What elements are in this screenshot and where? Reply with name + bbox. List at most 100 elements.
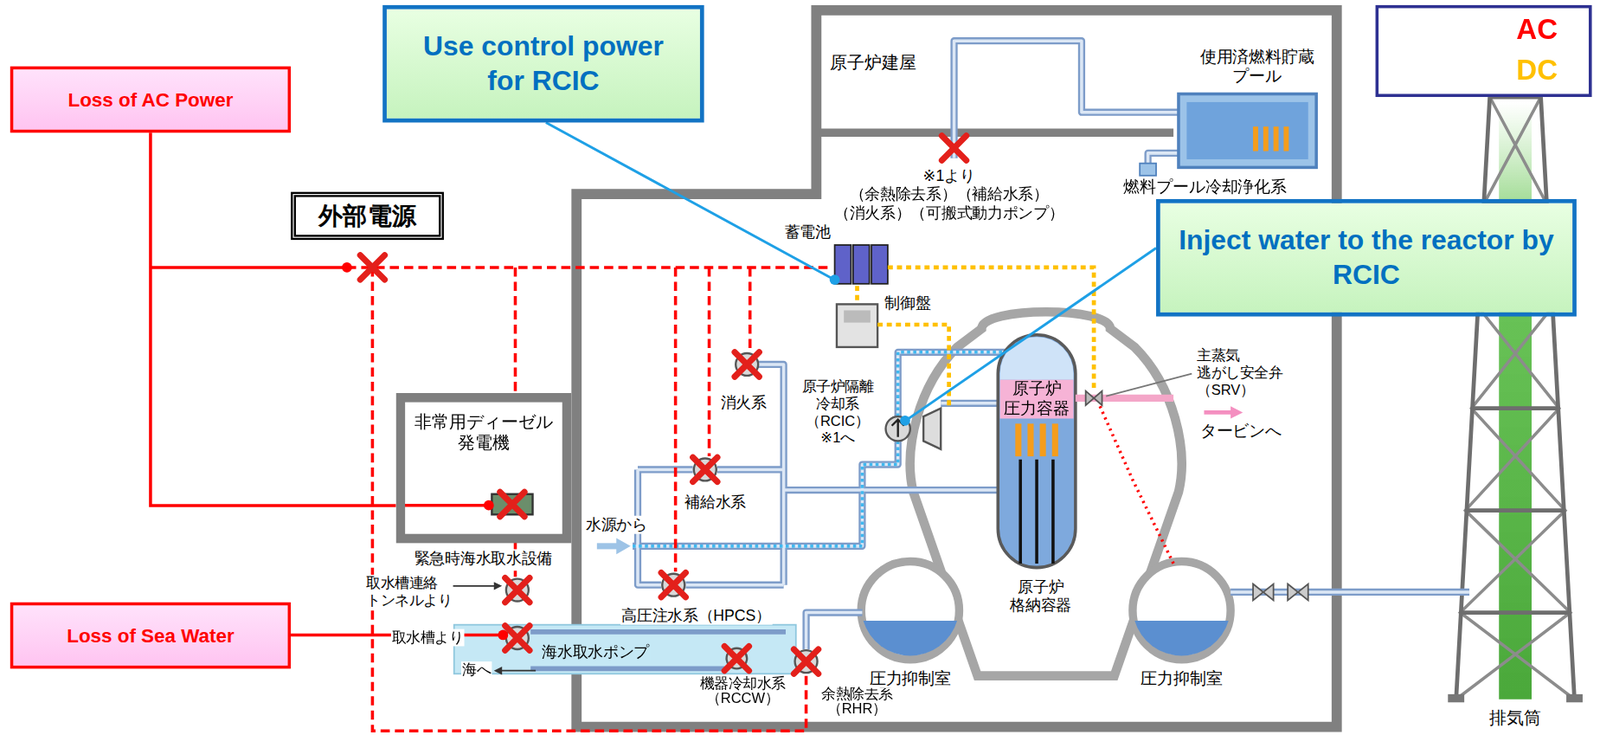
legend-box <box>1375 5 1593 97</box>
pressure-vessel <box>1040 423 1047 457</box>
part-label: 余熱除去系 （RHR） <box>820 685 894 717</box>
spent-fuel-pool <box>1139 163 1157 176</box>
exhaust-stack <box>1498 102 1532 700</box>
main-steam <box>1287 584 1309 601</box>
main-steam <box>1075 373 1309 601</box>
containment-vessel <box>861 311 1231 675</box>
part-label: 原子炉 格納容器 <box>1008 577 1073 614</box>
generator-building: 非常用ディーゼル 発電機 <box>396 392 572 543</box>
main-steam <box>1253 584 1274 601</box>
failure-cross <box>734 352 759 377</box>
pipes <box>632 338 1036 546</box>
leader-lines <box>151 122 1157 641</box>
failure-cross <box>359 255 385 280</box>
seawater-band <box>454 624 797 675</box>
part-label: 圧力抑制室 <box>1139 668 1224 688</box>
failure-cross <box>724 645 749 670</box>
part-label: （消火系）（可搬式動力ポンプ） <box>833 204 1066 223</box>
battery-and-panel <box>853 244 870 284</box>
containment-vessel <box>1134 620 1228 656</box>
spent-fuel-pool <box>1186 102 1308 160</box>
exhaust-stack <box>1566 693 1583 702</box>
battery-and-panel <box>835 244 888 347</box>
pressure-vessel <box>997 334 1076 568</box>
ac-power-lines <box>1099 405 1174 564</box>
containment-vessel <box>861 561 959 660</box>
battery-and-panel <box>843 309 871 322</box>
failure-cross <box>505 577 530 602</box>
pipes <box>597 40 1470 649</box>
pump-symbols <box>923 408 941 450</box>
part-label: 原子炉 圧力容器 <box>1002 378 1071 418</box>
pressure-vessel <box>997 334 1076 568</box>
spent-fuel-pool <box>1283 126 1289 151</box>
failure-cross <box>793 648 818 674</box>
spent-fuel-pool <box>1139 93 1317 175</box>
ac-power-lines <box>346 267 832 731</box>
pipes <box>632 40 1470 649</box>
flow-arrows <box>500 669 536 672</box>
part-label: 原子炉隔離 冷却系 （RCIC） ※1へ <box>801 377 875 446</box>
pump-symbols <box>491 353 941 673</box>
pipes <box>632 40 1470 649</box>
battery-and-panel <box>836 303 878 347</box>
reactor-building <box>816 128 1174 137</box>
containment-vessel <box>1132 561 1231 660</box>
main-steam <box>1085 391 1103 406</box>
leader-lines <box>341 262 353 273</box>
main-steam <box>1203 410 1233 415</box>
main-steam <box>1230 405 1243 418</box>
pipes <box>616 537 631 554</box>
part-label: 取水槽より <box>391 628 465 646</box>
part-label: 蓄電池 <box>783 222 832 241</box>
failure-cross <box>500 491 525 516</box>
part-label: タービンへ <box>1199 420 1284 441</box>
part-label: 海へ <box>461 661 492 679</box>
spent-fuel-pool <box>1273 126 1279 151</box>
part-label: 機器冷却水系 （RCCW） <box>699 675 787 707</box>
part-label: （余熱除去系）（補給水系） <box>848 184 1050 203</box>
part-label: 原子炉建屋 <box>828 52 919 74</box>
main-steam <box>1105 373 1192 397</box>
callout-box: Use control power for RCIC <box>382 5 704 123</box>
seawater-band <box>454 624 797 675</box>
containment-vessel <box>863 620 958 656</box>
exhaust-stack <box>1447 96 1583 702</box>
part-label: 使用済燃料貯蔵 プール <box>1199 46 1316 86</box>
part-label: 海水取水ポンプ <box>540 642 650 662</box>
flow-arrows <box>494 666 502 675</box>
leader-lines <box>151 267 501 636</box>
part-label: 排気筒 <box>1488 707 1543 729</box>
part-label: 燃料プール冷却浄化系 <box>1122 176 1288 197</box>
flow-arrows <box>494 581 502 590</box>
event-text: Loss of Sea Water <box>66 623 234 647</box>
spent-fuel-pool <box>1178 93 1317 168</box>
pressure-vessel <box>1020 459 1054 564</box>
source-label: 外部電源 <box>318 199 417 233</box>
pressure-vessel <box>1015 423 1022 457</box>
part-label: 取水槽連絡 トンネルより <box>365 574 453 610</box>
exhaust-stack <box>1456 96 1575 700</box>
callout-text: Inject water to the reactor by RCIC <box>1174 223 1558 293</box>
legend-text: AC <box>1516 14 1558 46</box>
part-label: 水源から <box>584 514 649 534</box>
legend-text: DC <box>1516 55 1558 87</box>
part-label: 緊急時海水取水設備 <box>413 548 554 567</box>
failure-cross <box>661 572 686 598</box>
failure-cross <box>941 135 966 161</box>
ac-power-lines <box>346 267 1174 731</box>
part-label: 高圧注水系（HPCS） <box>620 605 772 624</box>
battery-and-panel <box>871 244 888 284</box>
spent-fuel-pool <box>1253 126 1259 151</box>
pressure-vessel <box>1052 423 1059 457</box>
event-text: Loss of AC Power <box>67 88 233 111</box>
callout-text: Use control power for RCIC <box>400 29 686 99</box>
part-label: 圧力抑制室 <box>867 668 952 688</box>
building-label: 非常用ディーゼル 発電機 <box>414 411 553 454</box>
part-label: 主蒸気 逃がし安全弁 （SRV） <box>1195 346 1284 399</box>
event-box: Loss of Sea Water <box>10 602 291 669</box>
power-connector <box>150 132 397 506</box>
leader-lines <box>483 500 495 511</box>
pressure-vessel <box>1000 336 1074 380</box>
